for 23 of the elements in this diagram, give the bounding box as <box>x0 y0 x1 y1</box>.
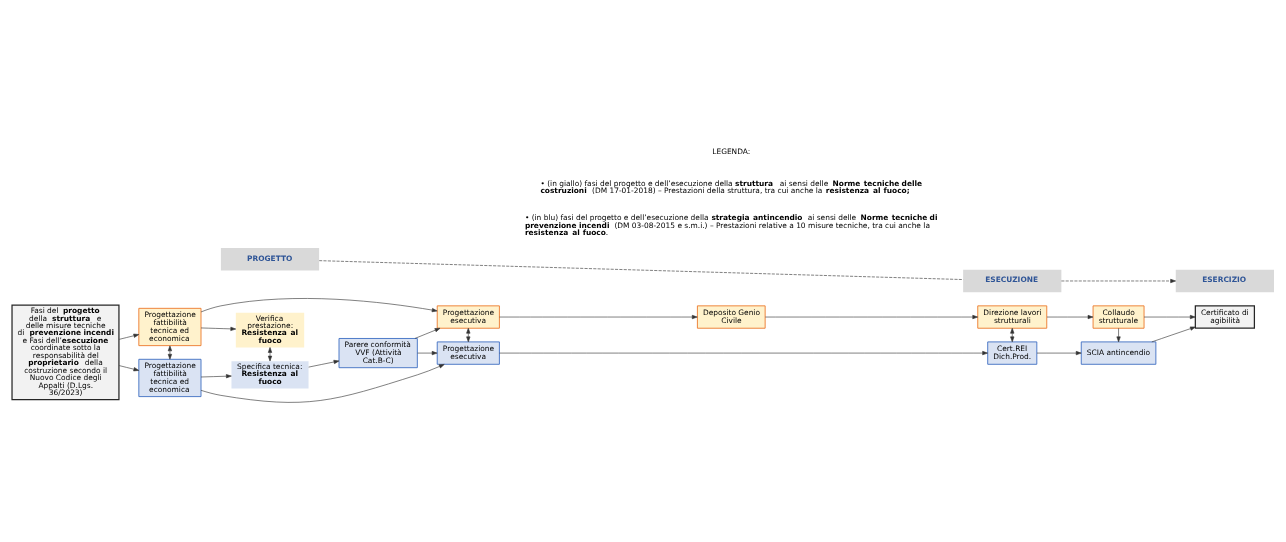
arrow <box>1046 314 1094 319</box>
arrow <box>200 363 445 403</box>
arrow <box>267 346 273 361</box>
arrow <box>1151 326 1196 342</box>
arrow <box>308 359 340 367</box>
arrow <box>417 350 438 355</box>
arrow <box>499 314 698 319</box>
arrow <box>1010 327 1015 342</box>
arrow <box>200 326 237 331</box>
arrow <box>499 350 988 355</box>
arrow <box>200 297 438 312</box>
arrow <box>1036 350 1082 355</box>
arrow <box>1116 327 1121 342</box>
arrow <box>167 345 172 360</box>
arrow <box>1061 278 1176 283</box>
arrow <box>118 333 140 340</box>
arrow <box>118 364 140 371</box>
connector <box>318 259 964 280</box>
arrow <box>466 327 471 342</box>
arrow <box>765 314 978 319</box>
arrow <box>200 373 232 378</box>
arrow <box>1143 314 1196 319</box>
arrow <box>414 327 441 339</box>
